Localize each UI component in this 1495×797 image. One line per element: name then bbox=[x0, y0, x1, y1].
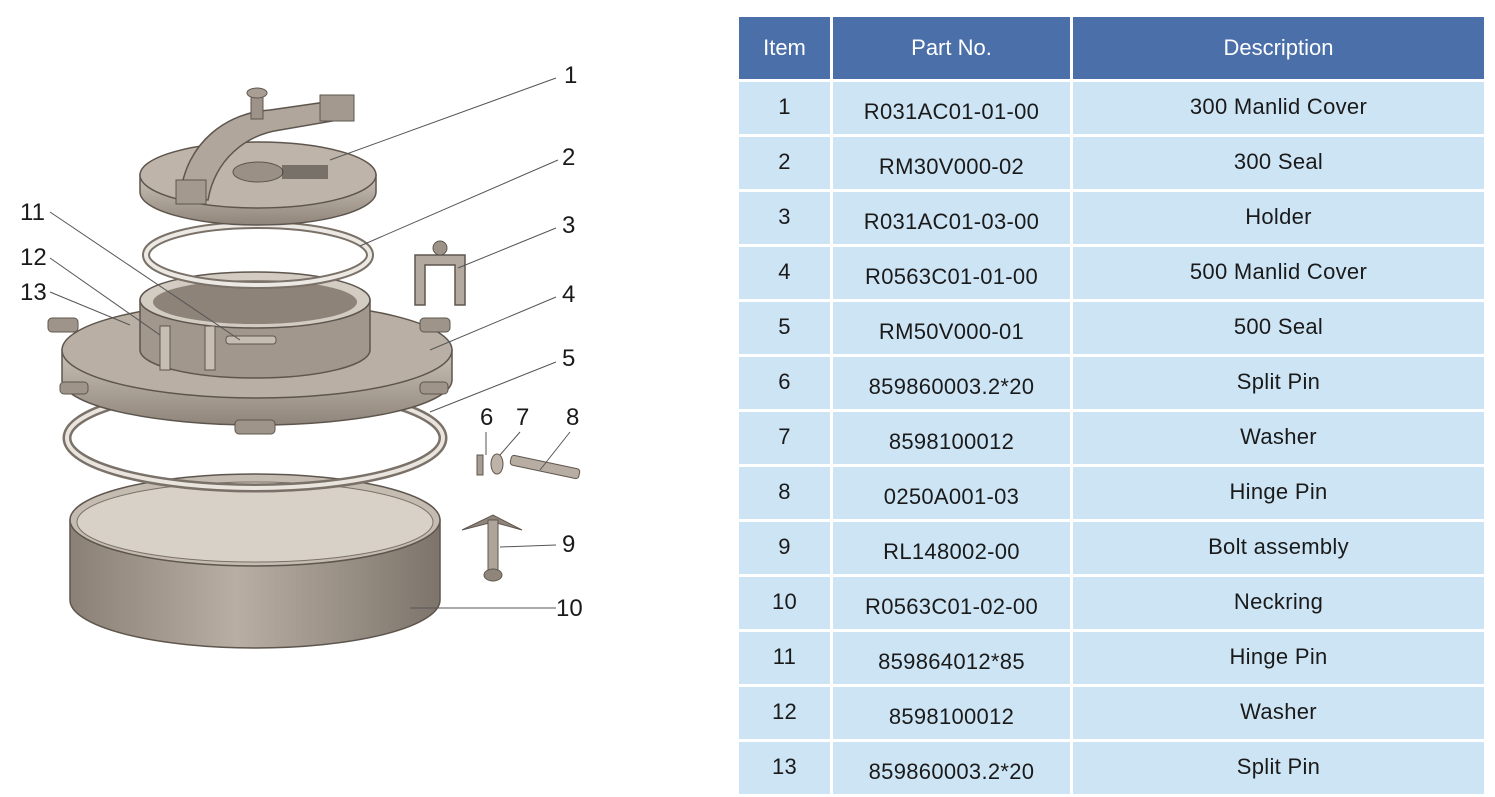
description-cell: Washer bbox=[1070, 409, 1487, 467]
callout-1: 1 bbox=[564, 62, 577, 89]
part-no-cell: 859860003.2*20 bbox=[830, 739, 1073, 797]
description-cell: 500 Manlid Cover bbox=[1070, 244, 1487, 302]
callout-11: 11 bbox=[20, 199, 45, 226]
table-row: 6 859860003.2*20 Split Pin bbox=[736, 354, 1487, 412]
callout-13: 13 bbox=[20, 279, 47, 306]
neckring-part bbox=[69, 473, 441, 649]
part-no-cell: 8598100012 bbox=[830, 684, 1073, 742]
parts-table: Item Part No. Description 1 R031AC01-01-… bbox=[736, 14, 1487, 797]
leader-lines bbox=[49, 77, 571, 609]
part-no-cell: R031AC01-03-00 bbox=[830, 189, 1073, 247]
item-cell: 3 bbox=[736, 189, 833, 247]
hinge-pin-11-part bbox=[225, 335, 277, 345]
item-cell: 10 bbox=[736, 574, 833, 632]
bolt-assembly-9-part bbox=[461, 514, 523, 582]
part-no-cell: 8598100012 bbox=[830, 409, 1073, 467]
item-cell: 7 bbox=[736, 409, 833, 467]
callout-7: 7 bbox=[516, 404, 529, 431]
item-cell: 12 bbox=[736, 684, 833, 742]
part-no-cell: 859864012*85 bbox=[830, 629, 1073, 687]
part-no-cell: RM50V000-01 bbox=[830, 299, 1073, 357]
description-cell: Neckring bbox=[1070, 574, 1487, 632]
item-cell: 2 bbox=[736, 134, 833, 192]
part-no-cell: RL148002-00 bbox=[830, 519, 1073, 577]
table-row: 11 859864012*85 Hinge Pin bbox=[736, 629, 1487, 687]
item-cell: 6 bbox=[736, 354, 833, 412]
callout-10: 10 bbox=[556, 595, 583, 622]
part-no-cell: RM30V000-02 bbox=[830, 134, 1073, 192]
description-cell: 300 Seal bbox=[1070, 134, 1487, 192]
item-cell: 1 bbox=[736, 79, 833, 137]
table-row: 2 RM30V000-02 300 Seal bbox=[736, 134, 1487, 192]
part-no-cell: R0563C01-02-00 bbox=[830, 574, 1073, 632]
item-cell: 13 bbox=[736, 739, 833, 797]
table-row: 13 859860003.2*20 Split Pin bbox=[736, 739, 1487, 797]
item-cell: 4 bbox=[736, 244, 833, 302]
description-cell: Hinge Pin bbox=[1070, 464, 1487, 522]
callout-8: 8 bbox=[566, 404, 579, 431]
callout-2: 2 bbox=[562, 144, 575, 171]
exploded-manlid-diagram: 1 2 3 4 5 6 7 8 9 10 11 12 13 bbox=[20, 62, 583, 649]
description-cell: Split Pin bbox=[1070, 354, 1487, 412]
table-row: 3 R031AC01-03-00 Holder bbox=[736, 189, 1487, 247]
callout-9: 9 bbox=[562, 531, 575, 558]
item-cell: 9 bbox=[736, 519, 833, 577]
table-row: 12 8598100012 Washer bbox=[736, 684, 1487, 742]
callout-3: 3 bbox=[562, 212, 575, 239]
header-description: Description bbox=[1070, 14, 1487, 82]
table-row: 5 RM50V000-01 500 Seal bbox=[736, 299, 1487, 357]
hinge-pin-8-part bbox=[509, 454, 581, 480]
header-part-no: Part No. bbox=[830, 14, 1073, 82]
callout-12: 12 bbox=[20, 244, 47, 271]
description-cell: Hinge Pin bbox=[1070, 629, 1487, 687]
part-no-cell: 859860003.2*20 bbox=[830, 354, 1073, 412]
description-cell: 500 Seal bbox=[1070, 299, 1487, 357]
description-cell: Bolt assembly bbox=[1070, 519, 1487, 577]
table-row: 7 8598100012 Washer bbox=[736, 409, 1487, 467]
description-cell: Washer bbox=[1070, 684, 1487, 742]
holder-part bbox=[414, 240, 466, 306]
table-row: 8 0250A001-03 Hinge Pin bbox=[736, 464, 1487, 522]
part-no-cell: R031AC01-01-00 bbox=[830, 79, 1073, 137]
table-row: 10 R0563C01-02-00 Neckring bbox=[736, 574, 1487, 632]
washer-7-part bbox=[490, 453, 504, 475]
manlid-cover-300-part bbox=[139, 87, 377, 226]
split-pin-6-part bbox=[476, 454, 484, 476]
item-cell: 11 bbox=[736, 629, 833, 687]
part-no-cell: R0563C01-01-00 bbox=[830, 244, 1073, 302]
table-row: 4 R0563C01-01-00 500 Manlid Cover bbox=[736, 244, 1487, 302]
header-item: Item bbox=[736, 14, 833, 82]
table-row: 9 RL148002-00 Bolt assembly bbox=[736, 519, 1487, 577]
callout-5: 5 bbox=[562, 345, 575, 372]
manlid-cover-500-part bbox=[47, 271, 453, 435]
description-cell: Holder bbox=[1070, 189, 1487, 247]
table-row: 1 R031AC01-01-00 300 Manlid Cover bbox=[736, 79, 1487, 137]
table-header-row: Item Part No. Description bbox=[736, 14, 1487, 82]
callout-6: 6 bbox=[480, 404, 493, 431]
part-no-cell: 0250A001-03 bbox=[830, 464, 1073, 522]
description-cell: Split Pin bbox=[1070, 739, 1487, 797]
item-cell: 8 bbox=[736, 464, 833, 522]
item-cell: 5 bbox=[736, 299, 833, 357]
callout-4: 4 bbox=[562, 281, 575, 308]
description-cell: 300 Manlid Cover bbox=[1070, 79, 1487, 137]
